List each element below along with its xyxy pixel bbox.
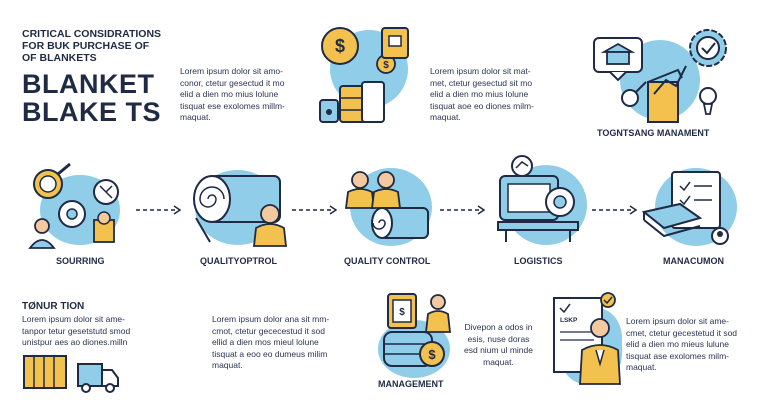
step-label-quality-control: QUALITY CONTROL	[344, 256, 431, 266]
step-label-logistics: LOGISTICS	[514, 256, 563, 266]
bottom-description-1: Lorem ipsum dolor sit ame- tanpor tetur …	[22, 314, 131, 347]
svg-text:$: $	[383, 60, 389, 71]
title-subheading: CRITICAL CONSIDRATIONS FOR BUK PURCHASE …	[22, 28, 162, 64]
document-label: LSKP	[560, 317, 578, 324]
person-icon	[28, 218, 56, 249]
svg-text:$: $	[399, 307, 405, 318]
document-icon: LSKP	[553, 292, 621, 385]
magnifier-icon	[33, 162, 71, 199]
label-management: MANAGEMENT	[378, 379, 444, 389]
shop-icon	[593, 37, 643, 82]
blanket-roll-icon	[193, 175, 288, 247]
clipboard-icon	[641, 171, 729, 245]
step-label-manacumon: MANACUMON	[663, 256, 724, 266]
svg-text:$: $	[428, 347, 436, 362]
top-description-2: Lorem ipsum dolor sit mat- met, ctetur g…	[430, 66, 534, 122]
bottom-description-2: Lorem ipsum dolor ana sit mm- cmot, ctet…	[212, 314, 330, 370]
step-label-sourcing: SOURRING	[56, 256, 105, 266]
money-icon: $ $	[319, 27, 409, 123]
step-label-quality-optrol: QUALITYOPTROL	[200, 256, 277, 266]
truck-icon	[23, 355, 119, 393]
page-title: BLANKET BLAKE TS	[22, 69, 161, 127]
bottom-section-title: TØNUR TION	[22, 301, 85, 312]
bottom-description-3: Divepon a odos in esis, nuse doras esd n…	[464, 322, 533, 367]
gear-icon	[689, 29, 727, 67]
bottom-description-4: Lorem ipsum dolor sit ame- cmet, ctetur …	[626, 316, 738, 372]
svg-text:$: $	[335, 36, 345, 56]
monitor-icon	[497, 155, 579, 242]
top-label-management: TOGNTSANG MANAMENT	[597, 128, 710, 138]
top-description-1: Lorem ipsum dolor sit amo- conor, ctetur…	[180, 66, 285, 122]
